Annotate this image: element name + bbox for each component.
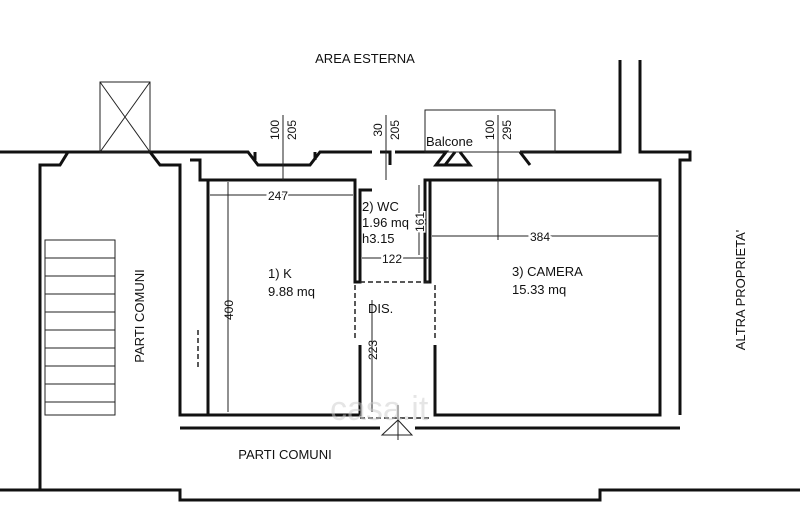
room-camera-name: 3) CAMERA [512, 264, 583, 279]
dim-window3-sill: 100 [483, 120, 497, 140]
balcony [424, 109, 556, 153]
dim-window1-sill: 100 [268, 120, 282, 140]
dimension-lines [197, 115, 658, 440]
altra-proprieta-label: ALTRA PROPRIETA' [733, 230, 748, 350]
watermark-logo: casa.it [330, 390, 429, 428]
dim-wc-height: 161 [413, 212, 427, 232]
dim-window3-height: 295 [500, 120, 514, 140]
dim-camera-width: 384 [530, 230, 550, 244]
room-wc-area: 1.96 mq [362, 215, 409, 230]
dim-window2-sill: 30 [371, 123, 385, 137]
dim-k-height: 400 [222, 300, 236, 320]
balcone-label: Balcone [426, 134, 473, 149]
dim-wc-width: 122 [382, 252, 402, 266]
room-k-area: 9.88 mq [268, 284, 315, 299]
parti-comuni-side-label: PARTI COMUNI [132, 269, 147, 362]
room-wc-height: h3.15 [362, 231, 395, 246]
area-esterna-label: AREA ESTERNA [315, 51, 415, 66]
stairs [44, 81, 151, 416]
dim-k-width: 247 [268, 189, 288, 203]
dim-window1-height: 205 [285, 120, 299, 140]
room-k-name: 1) K [268, 266, 292, 281]
dis-label: DIS. [368, 301, 393, 316]
parti-comuni-bottom-label: PARTI COMUNI [238, 447, 331, 462]
dim-window2-height: 205 [388, 120, 402, 140]
room-camera-area: 15.33 mq [512, 282, 566, 297]
dim-dis-height: 223 [366, 340, 380, 360]
room-wc-name: 2) WC [362, 199, 399, 214]
